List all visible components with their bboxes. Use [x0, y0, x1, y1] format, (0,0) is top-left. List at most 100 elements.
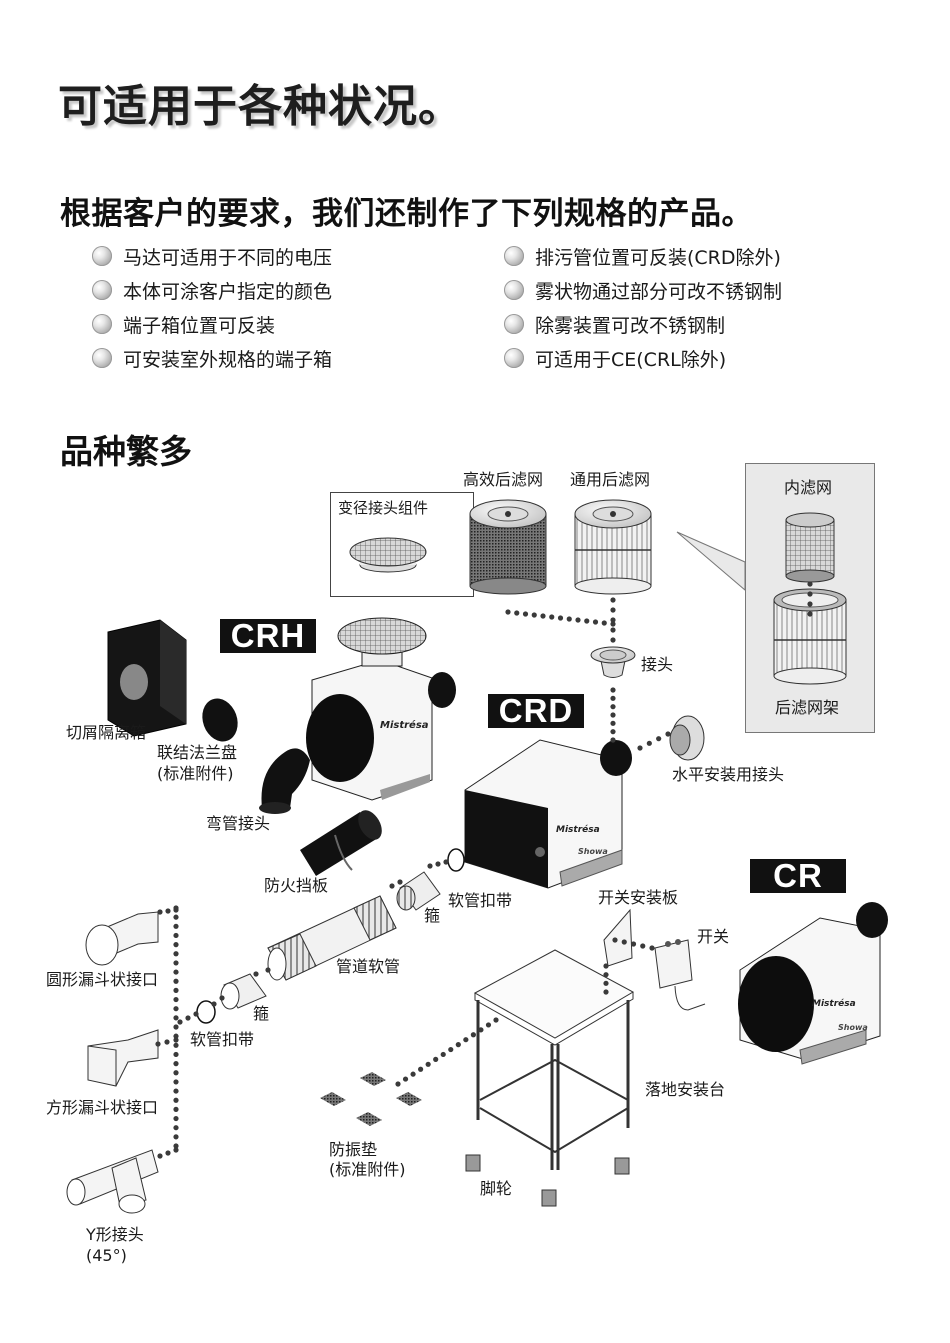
feature-text: 雾状物通过部分可改不锈钢制	[535, 280, 783, 303]
connector-dot	[470, 1032, 476, 1038]
bullet-sphere-icon	[504, 246, 524, 266]
reducer-kit-image	[349, 537, 427, 573]
connector-dot	[165, 1150, 171, 1156]
connector-dot	[173, 1051, 179, 1058]
label-filter-frame: 后滤网架	[775, 698, 840, 717]
connector-dot	[157, 1153, 163, 1159]
label-general-filter: 通用后滤网	[570, 470, 651, 489]
crd-unit-image: Mistrésa Showa	[464, 739, 632, 889]
bullet-sphere-icon	[92, 348, 112, 368]
feature-text: 端子箱位置可反装	[123, 314, 276, 337]
feature-text: 除雾装置可改不锈钢制	[535, 314, 726, 337]
connector-dot	[610, 704, 616, 710]
hepa-filter-image	[469, 499, 547, 595]
connector-dot	[173, 978, 179, 984]
connector-dot	[173, 1143, 179, 1149]
connector-dot	[164, 1039, 170, 1045]
crh-brand-logo: Mistrésa	[380, 719, 429, 731]
feature-item: 端子箱位置可反装	[92, 312, 504, 337]
connector-dots	[155, 581, 813, 1159]
connector-dot	[173, 996, 179, 1003]
connector-dot	[610, 617, 616, 623]
connector-dot	[173, 1070, 179, 1076]
feature-item: 可适用于CE(CRL除外)	[504, 346, 854, 371]
label-fire-damper: 防火挡板	[264, 876, 329, 895]
label-flange: 联结法兰盘	[157, 743, 238, 762]
connector-dot	[649, 945, 655, 951]
feature-text: 排污管位置可反装(CRD除外)	[535, 246, 781, 269]
crh-unit-image: Mistrésa	[306, 617, 456, 801]
connector-dot	[173, 1015, 179, 1021]
page-title: 可适用于各种状况。	[58, 81, 463, 132]
hose-band-image	[447, 848, 465, 872]
model-badge-crd: CRD	[488, 692, 584, 729]
label-caster: 脚轮	[480, 1179, 513, 1198]
switch-image	[654, 939, 706, 1011]
bullet-sphere-icon	[504, 280, 524, 300]
connector-dot	[173, 1134, 179, 1140]
label-vibration-pad-note: (标准附件)	[329, 1160, 406, 1179]
switch-plate-image	[603, 908, 633, 967]
connector-dot	[219, 995, 225, 1001]
page-subtitle: 根据客户的要求，我们还制作了下列规格的产品。	[60, 196, 753, 232]
connector-dot	[612, 937, 618, 943]
label-hose-band: 软管扣带	[190, 1030, 255, 1049]
connector-dot	[610, 737, 616, 743]
label-vibration-pad: 防振垫	[329, 1140, 378, 1159]
connector-dot	[665, 731, 671, 737]
connector-dot	[410, 1071, 416, 1077]
hoop-image	[396, 871, 441, 911]
round-funnel-image	[85, 911, 159, 966]
joint-image	[590, 646, 636, 678]
connector-dot	[522, 611, 529, 617]
connector-dot	[427, 863, 433, 869]
connector-dot	[155, 1041, 161, 1047]
inner-filter-image	[785, 512, 835, 583]
connector-dot	[185, 1015, 191, 1021]
connector-dot	[173, 1088, 179, 1094]
label-hoop: 箍	[253, 1004, 270, 1023]
connector-dot	[610, 637, 616, 643]
vibration-pad-image	[320, 1072, 422, 1126]
connector-dot	[173, 987, 179, 993]
connector-dot	[425, 1061, 431, 1067]
connector-dot	[493, 1017, 499, 1023]
connector-dot	[211, 1001, 217, 1007]
crd-maker-logo: Showa	[578, 847, 608, 856]
hoop-image	[220, 973, 267, 1010]
crd-brand-logo: Mistrésa	[556, 824, 600, 835]
connector-dot	[173, 1037, 179, 1043]
feature-item: 排污管位置可反装(CRD除外)	[504, 244, 854, 269]
label-switch-plate: 开关安装板	[598, 888, 679, 907]
connector-dot	[440, 1051, 446, 1058]
cr-brand-logo: Mistrésa	[812, 998, 856, 1009]
connector-dot	[173, 960, 179, 966]
connector-dot	[505, 609, 511, 615]
feature-text: 可适用于CE(CRL除外)	[535, 348, 727, 371]
connector-dot	[603, 963, 609, 969]
connector-dot	[418, 1066, 424, 1072]
label-hepa-filter: 高效后滤网	[463, 470, 544, 489]
connector-dot	[173, 969, 179, 975]
label-chip-separator: 切屑隔离箱	[66, 723, 147, 742]
connector-dot	[253, 971, 259, 977]
connector-dot	[584, 618, 590, 624]
label-joint: 接头	[641, 655, 674, 674]
connector-dot	[173, 1079, 179, 1085]
label-round-funnel: 圆形漏斗状接口	[46, 970, 159, 989]
connector-dot	[389, 883, 395, 889]
connector-dot	[165, 908, 171, 914]
connector-dot	[610, 720, 616, 726]
connector-dot	[575, 617, 581, 623]
label-y-joint-angle: (45°)	[86, 1246, 127, 1265]
connector-dot	[173, 1042, 179, 1048]
connector-dot	[566, 616, 572, 622]
connector-dot	[173, 932, 179, 939]
feature-text: 可安装室外规格的端子箱	[123, 348, 333, 371]
connector-dot	[173, 1033, 179, 1039]
connector-dot	[173, 1097, 179, 1103]
connector-dot	[455, 1042, 461, 1048]
connector-dot	[630, 941, 637, 947]
connector-dot	[610, 695, 616, 701]
